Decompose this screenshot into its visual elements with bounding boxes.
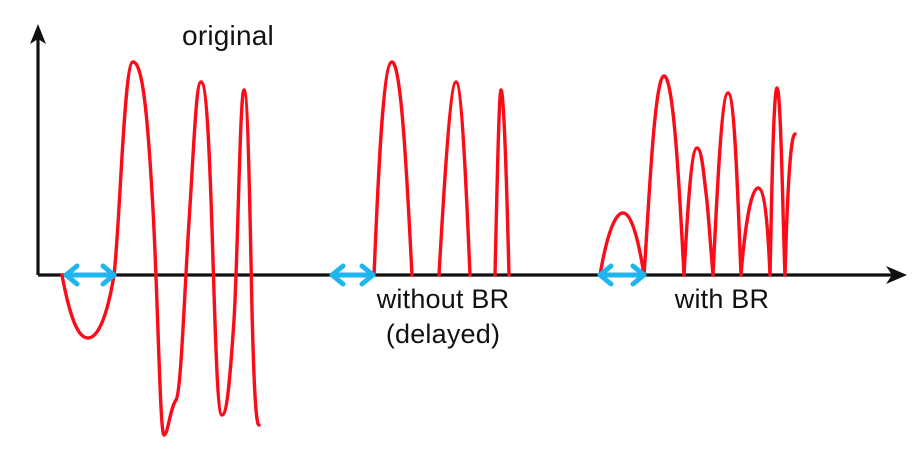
label-original: original [182, 20, 274, 51]
latency-span-with-br-right-arrowhead [630, 263, 647, 287]
latency-span-original [63, 263, 117, 287]
signal-path-with-br [598, 74, 797, 277]
latency-span-original-right-arrowhead [100, 263, 117, 287]
latency-span-without-br-left-arrowhead [329, 263, 346, 287]
signal-path-original [60, 60, 261, 437]
label-without-br-delayed: (delayed) [386, 319, 500, 349]
label-with-br: with BR [674, 284, 769, 314]
horizontal-axis-arrowhead [886, 266, 907, 284]
axis-group [30, 24, 907, 284]
vertical-axis-arrowhead [30, 24, 46, 44]
signal-traces [60, 60, 797, 437]
latency-span-with-br-left-arrowhead [597, 263, 614, 287]
latency-span-without-br [329, 263, 376, 287]
latency-span-without-br-right-arrowhead [359, 263, 376, 287]
latency-span-original-left-arrowhead [63, 263, 80, 287]
signal-path-without-br [372, 60, 511, 277]
latency-span-with-br [597, 263, 647, 287]
label-without-br: without BR [376, 284, 510, 314]
